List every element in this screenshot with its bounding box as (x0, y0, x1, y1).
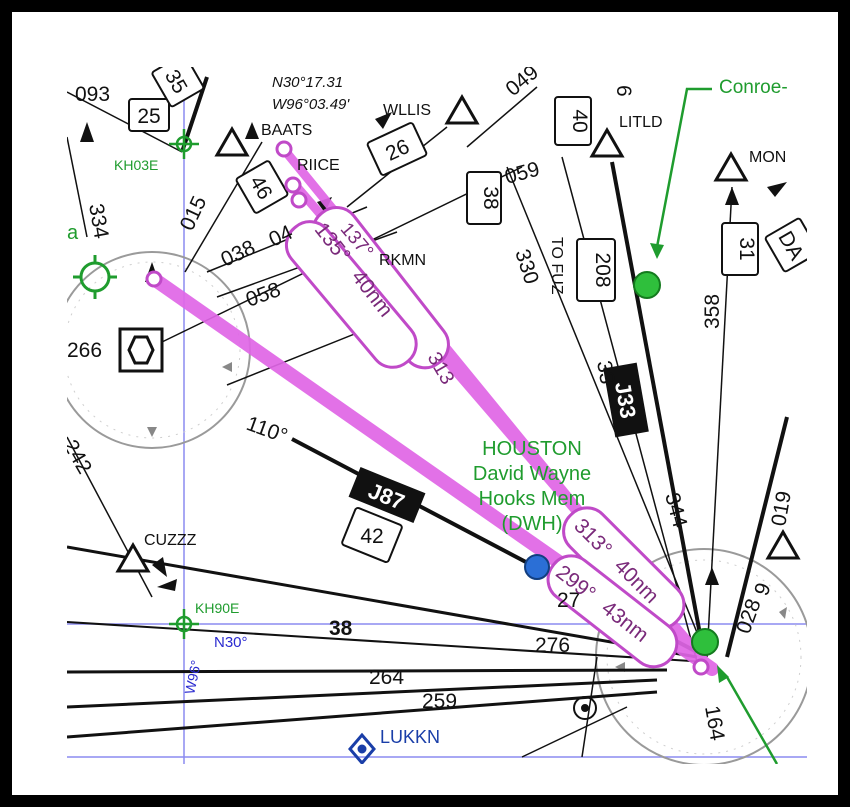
mea-boxes (128, 67, 807, 564)
radial-276: 276 (535, 634, 570, 657)
fix-cuzzz-triangle (115, 541, 151, 573)
radial-334: 334 (84, 202, 113, 241)
enroute-chart[interactable]: J87 J33 N30°17.31 W96°03.49' BAATS WLLIS… (67, 67, 807, 764)
mea-38: 38 (479, 186, 502, 209)
fix-litld-triangle (589, 126, 625, 158)
radial-266: 266 (67, 339, 102, 362)
route-waypoint-riice (284, 176, 302, 194)
radial-9: 9 (750, 580, 776, 599)
route-waypoint-end (692, 658, 710, 676)
radial-093: 093 (75, 83, 110, 106)
airport-houston-line4: (DWH) (501, 513, 562, 535)
airport-kh03e-icon (169, 129, 199, 159)
radial-264: 264 (369, 666, 404, 689)
radial-330: 330 (510, 246, 543, 286)
airport-symbols (73, 129, 719, 720)
fix-east-triangle (765, 528, 801, 560)
to-fuz-label: TO FUZ (548, 237, 565, 295)
radial-110: 110° (243, 412, 290, 448)
fix-mon-label: MON (749, 149, 786, 166)
airport-houston-line3: Hooks Mem (479, 488, 586, 510)
radial-27: 27 (557, 589, 580, 612)
mea-42: 42 (360, 525, 383, 548)
fix-triangles (115, 93, 801, 573)
airport-conroe-dot (633, 271, 661, 299)
mea-208: 208 (591, 252, 614, 287)
mea-31: 31 (735, 237, 758, 260)
airport-kh90e-label: KH90E (195, 600, 239, 616)
airport-kh03e-label: KH03E (114, 157, 158, 173)
header-longitude: W96°03.49' (272, 96, 350, 113)
airport-end-dot (691, 628, 719, 656)
airport-conroe-label: Conroe- (719, 77, 788, 98)
fix-baats-triangle (214, 125, 250, 157)
mea-25: 25 (137, 105, 160, 128)
radial-164: 164 (700, 704, 729, 743)
lukkn-symbol (348, 732, 376, 764)
header-latitude: N30°17.31 (272, 74, 343, 91)
airway-j33-shield: J33 (603, 362, 649, 438)
chart-canvas: J87 J33 N30°17.31 W96°03.49' BAATS WLLIS… (67, 67, 807, 764)
image-frame: J87 J33 N30°17.31 W96°03.49' BAATS WLLIS… (12, 12, 838, 795)
airport-left-icon (73, 255, 117, 299)
route-callout-shapes (284, 206, 686, 669)
vor-rose-right (595, 548, 807, 764)
ndb-symbol (573, 696, 597, 720)
radial-259: 259 (422, 690, 457, 713)
radial-38: 38 (329, 617, 353, 640)
airport-kh90e-icon (169, 609, 199, 639)
fix-litld-label: LITLD (619, 114, 663, 131)
radial-059: 059 (502, 158, 542, 189)
radial-038: 038 (217, 236, 258, 272)
fix-wllis-triangle (444, 93, 480, 125)
fix-cuzzz-label: CUZZZ (144, 532, 197, 549)
fix-rkmn-label: RKMN (379, 252, 426, 269)
route-waypoints (145, 140, 710, 676)
fix-mon-triangle (713, 150, 749, 182)
radial-33: 33 (592, 359, 619, 386)
radial-028: 028 (732, 596, 766, 637)
fix-wllis-label: WLLIS (383, 102, 431, 119)
radial-015: 015 (176, 193, 212, 234)
radial-358: 358 (701, 294, 724, 329)
radial-344: 344 (660, 490, 691, 530)
airport-fragment-a: a (67, 222, 79, 244)
radial-058: 058 (243, 278, 284, 312)
route-waypoint-baats (275, 140, 293, 158)
radial-049: 049 (501, 67, 543, 101)
route-waypoint-start (145, 270, 163, 288)
mea-40: 40 (568, 109, 591, 132)
fix-baats-label: BAATS (261, 122, 312, 139)
vortac-symbol (118, 327, 164, 373)
route-waypoint-b (290, 191, 308, 209)
airport-houston-line1: HOUSTON (482, 438, 582, 460)
fix-lukkn-label: LUKKN (380, 727, 440, 747)
n30-label: N30° (214, 634, 248, 651)
fix-riice-label: RIICE (297, 157, 340, 174)
airport-dwh-dot (524, 554, 550, 580)
w96-label: W96° (181, 659, 204, 696)
airport-houston-line2: David Wayne (473, 463, 591, 485)
radial-019: 019 (767, 489, 796, 528)
green-leaders (655, 87, 779, 764)
radial-6: 6 (612, 85, 635, 97)
radial-242: 242 (67, 436, 96, 478)
